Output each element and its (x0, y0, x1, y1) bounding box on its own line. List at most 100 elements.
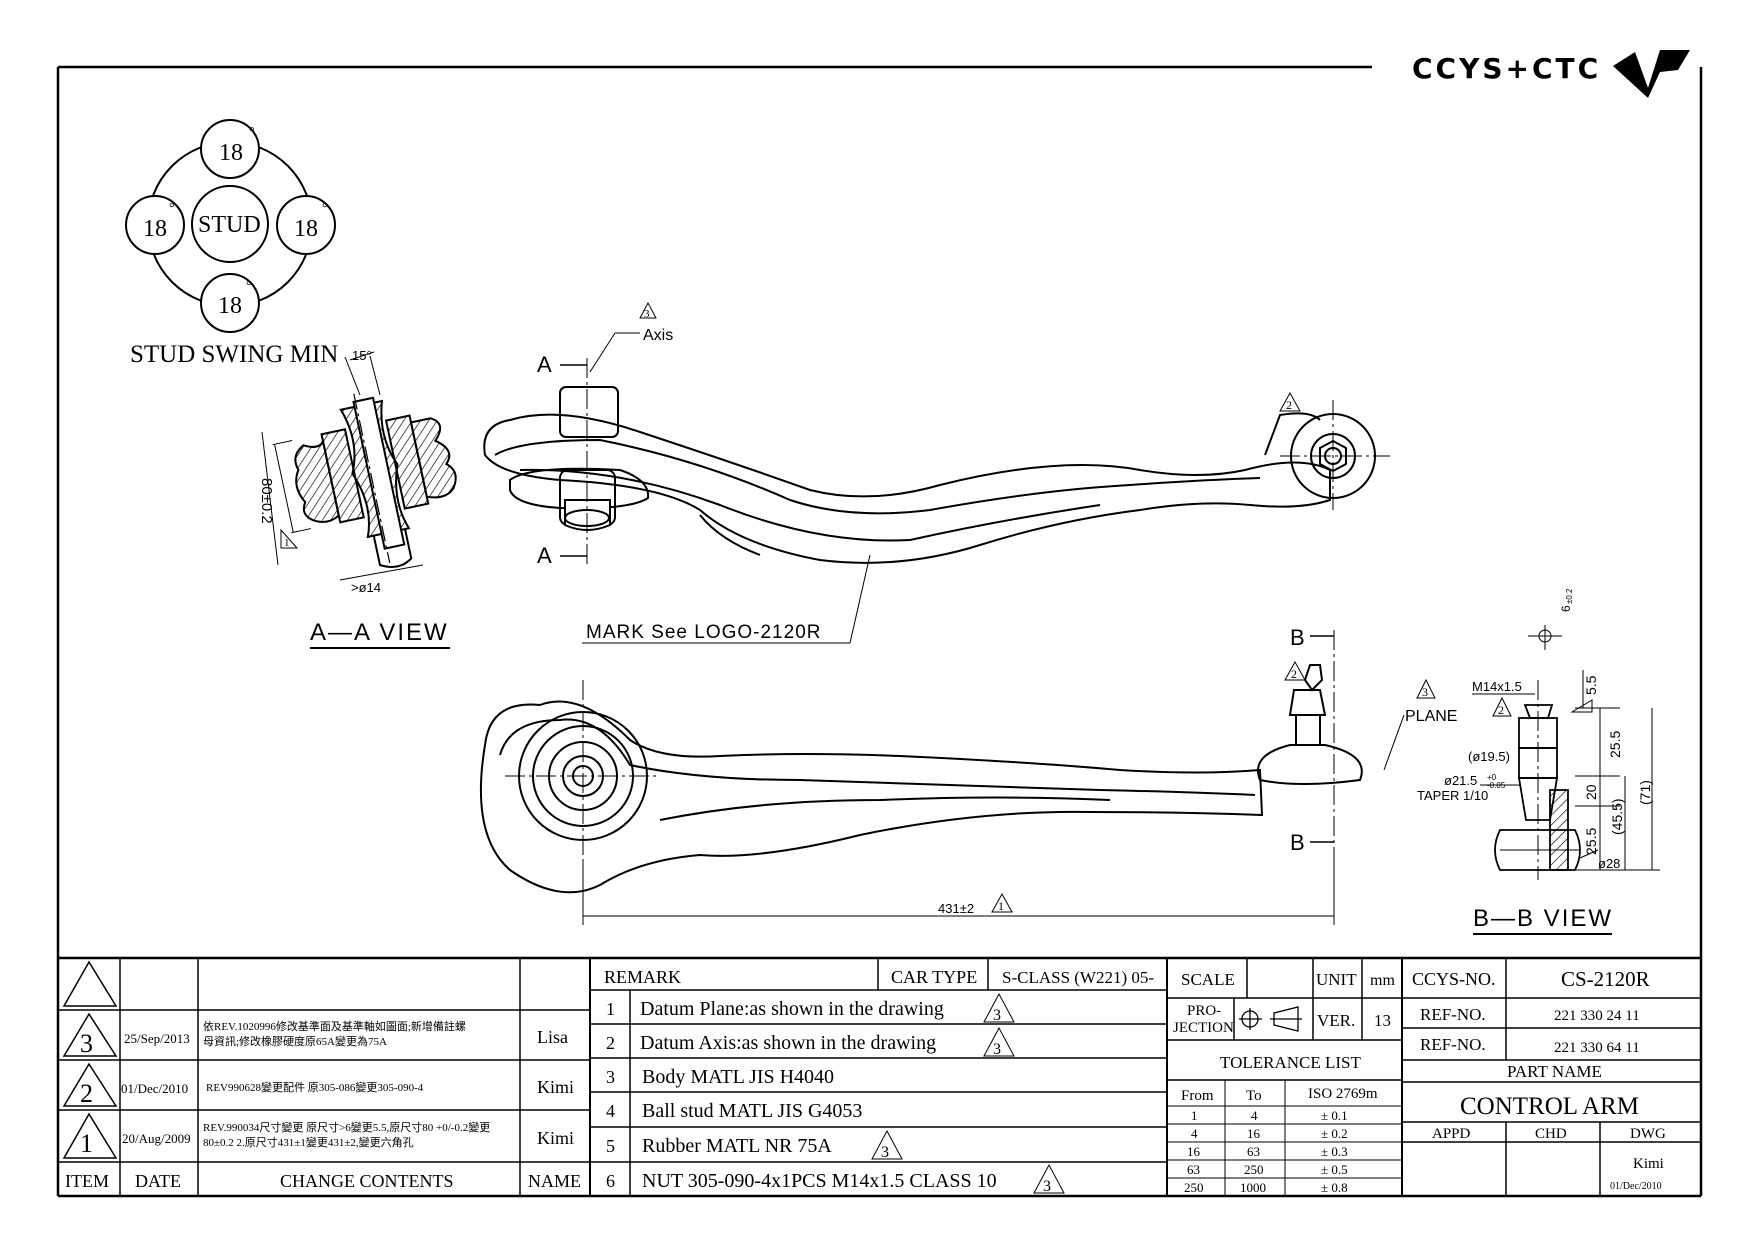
remark-no: 4 (606, 1101, 615, 1121)
tol-header-to: To (1246, 1088, 1262, 1104)
rev-number: 1 (998, 899, 1004, 913)
tol-from: 250 (1184, 1180, 1204, 1195)
remark-no: 6 (606, 1171, 615, 1191)
swing-angle-right: 18 (294, 216, 318, 242)
appd-label: APPD (1432, 1126, 1471, 1142)
rev-number: 3 (1422, 685, 1428, 699)
bb-thread-dim: M14x1.5 (1472, 679, 1522, 694)
remark-no: 1 (606, 999, 615, 1019)
bb-dim-5-5: 5.5 (1583, 675, 1599, 695)
aa-height-dim: 80±0.2 (258, 478, 275, 524)
aa-angle-dim: 15° (352, 348, 372, 363)
bb-dia-21-5: ø21.5 (1444, 773, 1477, 788)
remark-text: Body MATL JIS H4040 (642, 1066, 834, 1088)
ccys-no-value: CS-2120R (1561, 967, 1650, 991)
bb-dim-6: 6 (1559, 605, 1573, 612)
section-a-top-label: A (537, 352, 552, 377)
degree-mark: ° (249, 125, 255, 140)
rev-change-3-line2: 母資訊;修改橡膠硬度原65A變更為75A (203, 1034, 387, 1048)
bb-dim-71: (71) (1637, 780, 1653, 805)
axis-leader (589, 332, 616, 373)
ref-no-label-2: REF-NO. (1420, 1035, 1486, 1054)
bb-dimension-lines (1480, 625, 1660, 880)
logo-text: CCYS+CTC (1412, 52, 1601, 85)
bb-tol-minus: -0.05 (1487, 781, 1506, 790)
part-name-value: CONTROL ARM (1460, 1093, 1639, 1120)
tol-from: 16 (1187, 1144, 1201, 1159)
company-logo: CCYS+CTC (1412, 50, 1690, 98)
top-view-centerlines (505, 630, 1335, 920)
degree-mark: ° (322, 201, 328, 216)
section-b-markers (1310, 635, 1334, 843)
ver-value: 13 (1374, 1011, 1391, 1030)
projection-label-1: PRO- (1187, 1003, 1221, 1019)
tol-value: ± 0.5 (1321, 1162, 1348, 1177)
bb-dim-25-5-top: 25.5 (1607, 731, 1623, 758)
aa-dimension-lines (261, 351, 424, 581)
rev-number: 2 (1291, 667, 1297, 681)
remark-no: 5 (606, 1136, 615, 1156)
swing-center-label: STUD (198, 212, 261, 238)
rev-number: 3 (881, 1144, 889, 1161)
swing-angle-top: 18 (219, 140, 243, 166)
rev-date-1: 20/Aug/2009 (122, 1131, 191, 1146)
rev-change-2-line1: REV990628變更配件 原305-086變更305-090-4 (206, 1080, 424, 1094)
length-rev-triangle: 1 (991, 892, 1013, 913)
revision-triangles (62, 960, 118, 1159)
section-a-bottom-label: A (537, 543, 552, 568)
header-date: DATE (135, 1171, 181, 1191)
remark-no: 2 (606, 1033, 615, 1053)
bb-taper: TAPER 1/10 (1417, 788, 1488, 803)
remark-rev-triangle: 3 (983, 1026, 1015, 1058)
tol-to: 4 (1251, 1108, 1258, 1123)
joint-rev-triangle: 2 (1279, 391, 1301, 412)
remark-rev-triangle: 3 (871, 1129, 903, 1161)
remark-text: Datum Axis:as shown in the drawing (640, 1032, 936, 1054)
bb-dim-25-5-mid: 25.5 (1583, 828, 1599, 855)
bb-dia-19-5: (ø19.5) (1468, 749, 1510, 764)
degree-mark: ° (246, 279, 252, 294)
section-b-top-label: B (1290, 625, 1305, 650)
tol-from: 63 (1187, 1162, 1200, 1177)
header-name: NAME (528, 1171, 581, 1191)
car-type-value: S-CLASS (W221) 05- (1002, 968, 1154, 987)
tolerance-rows: 1 4 ± 0.1 4 16 ± 0.2 16 63 ± 0.3 63 250 … (1184, 1108, 1348, 1195)
mark-note: MARK See LOGO-2120R (586, 622, 821, 643)
degree-mark: ° (169, 201, 175, 216)
chd-label: CHD (1535, 1126, 1567, 1142)
ref-no-label-1: REF-NO. (1420, 1005, 1486, 1024)
stud-swing-caption: STUD SWING MIN (130, 341, 338, 368)
rev-name-2: Kimi (537, 1077, 574, 1097)
rev-number: 3 (993, 1041, 1001, 1058)
bb-dim-20: 20 (1583, 784, 1599, 800)
rev-number: 2 (1498, 703, 1504, 717)
unit-label: UNIT (1316, 970, 1357, 989)
logo-mark-icon (1613, 50, 1690, 98)
car-type-label: CAR TYPE (891, 967, 977, 987)
thread-rev-triangle: 2 (1492, 696, 1512, 717)
aa-view-title: A—A VIEW (310, 619, 449, 646)
rev-change-3-line1: 依REV.1020996修改基準面及基準軸如圖面;新增備註螺 (203, 1019, 466, 1033)
aa-diameter-dim: >ø14 (351, 580, 381, 595)
rev-number: 1 (284, 537, 290, 549)
header-change-contents: CHANGE CONTENTS (280, 1171, 454, 1191)
rev-name-3: Lisa (537, 1027, 568, 1047)
drawn-by: Kimi (1633, 1156, 1664, 1172)
taper-symbol-icon (1570, 699, 1593, 713)
remark-rev-triangle: 3 (983, 992, 1015, 1024)
side-view-arm (483, 386, 1376, 564)
section-a-markers (560, 364, 587, 557)
bb-tol-plus: +0 (1487, 773, 1497, 782)
tol-value: ± 0.8 (1321, 1180, 1348, 1195)
top-view-arm (479, 664, 1363, 894)
axis-label: Axis (643, 327, 673, 344)
side-view-centerlines (586, 358, 1390, 565)
remark-text: NUT 305-090-4x1PCS M14x1.5 CLASS 10 (642, 1170, 997, 1192)
axis-rev-triangle: 3 (639, 301, 657, 320)
plane-rev-triangle: 3 (1416, 678, 1436, 699)
dwg-label: DWG (1630, 1126, 1666, 1142)
bb-view-title: B—B VIEW (1473, 905, 1613, 932)
aa-section-drawing (272, 393, 457, 568)
swing-angle-left: 18 (143, 216, 167, 242)
